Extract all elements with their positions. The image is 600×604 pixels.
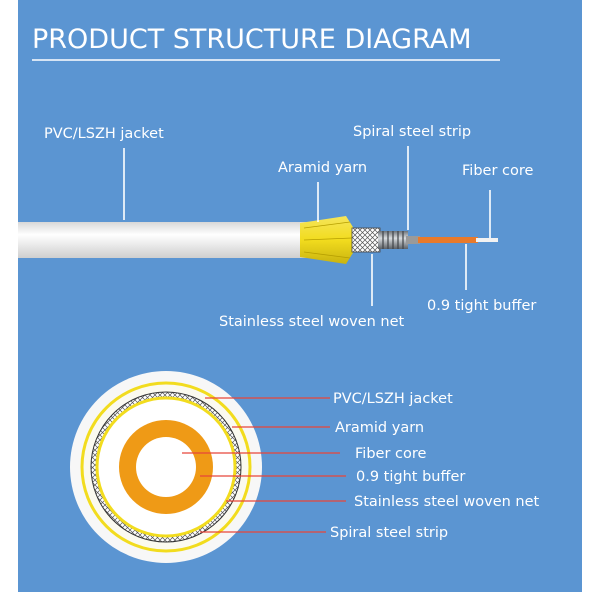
label-side-fiber: Fiber core — [462, 163, 533, 179]
page-title: PRODUCT STRUCTURE DIAGRAM — [32, 24, 472, 55]
label-section-fiber: Fiber core — [355, 446, 426, 462]
label-section-net: Stainless steel woven net — [354, 494, 540, 510]
cable-cross-section — [70, 371, 262, 563]
cable-woven-net — [351, 227, 381, 253]
section-fiber-core — [136, 437, 196, 497]
label-side-jacket: PVC/LSZH jacket — [44, 126, 164, 142]
label-side-net: Stainless steel woven net — [219, 314, 405, 330]
cable-aramid-yarn — [300, 216, 356, 264]
label-side-aramid: Aramid yarn — [278, 160, 367, 176]
label-section-jacket: PVC/LSZH jacket — [333, 391, 453, 407]
label-side-buffer: 0.9 tight buffer — [427, 298, 536, 314]
label-section-buffer: 0.9 tight buffer — [356, 469, 465, 485]
cable-tight-buffer — [418, 237, 478, 243]
cable-jacket-body — [18, 222, 314, 258]
label-section-spiral: Spiral steel strip — [330, 525, 448, 541]
label-section-aramid: Aramid yarn — [335, 420, 424, 436]
cable-fiber-core — [476, 238, 498, 242]
cable-buffer-stub — [406, 236, 420, 244]
cable-side-view — [18, 216, 498, 264]
label-side-spiral: Spiral steel strip — [353, 124, 471, 140]
